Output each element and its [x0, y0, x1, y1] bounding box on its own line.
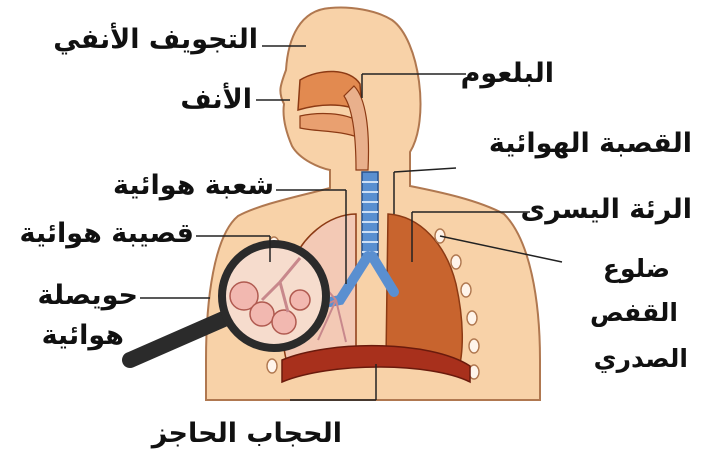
label-rib-cage-line1: ضلوع — [603, 256, 670, 281]
label-rib-cage-line3: الصدري — [594, 346, 688, 371]
label-trachea: القصبة الهوائية — [489, 130, 692, 157]
label-rib-cage-line2: القفص — [590, 300, 678, 325]
label-nose: الأنف — [180, 86, 252, 113]
label-nasal-cavity: التجويف الأنفي — [53, 26, 258, 53]
label-diaphragm: الحجاب الحاجز — [152, 420, 342, 447]
label-bronchus: شعبة هوائية — [113, 172, 274, 199]
label-alveolus-line2: هوائية — [42, 322, 124, 349]
label-left-lung: الرئة اليسرى — [520, 196, 692, 223]
trachea-shape — [362, 172, 378, 258]
label-bronchiole: قصيبة هوائية — [19, 220, 194, 247]
label-pharynx: البلعوم — [461, 60, 554, 87]
label-alveolus-line1: حويصلة — [37, 282, 138, 309]
